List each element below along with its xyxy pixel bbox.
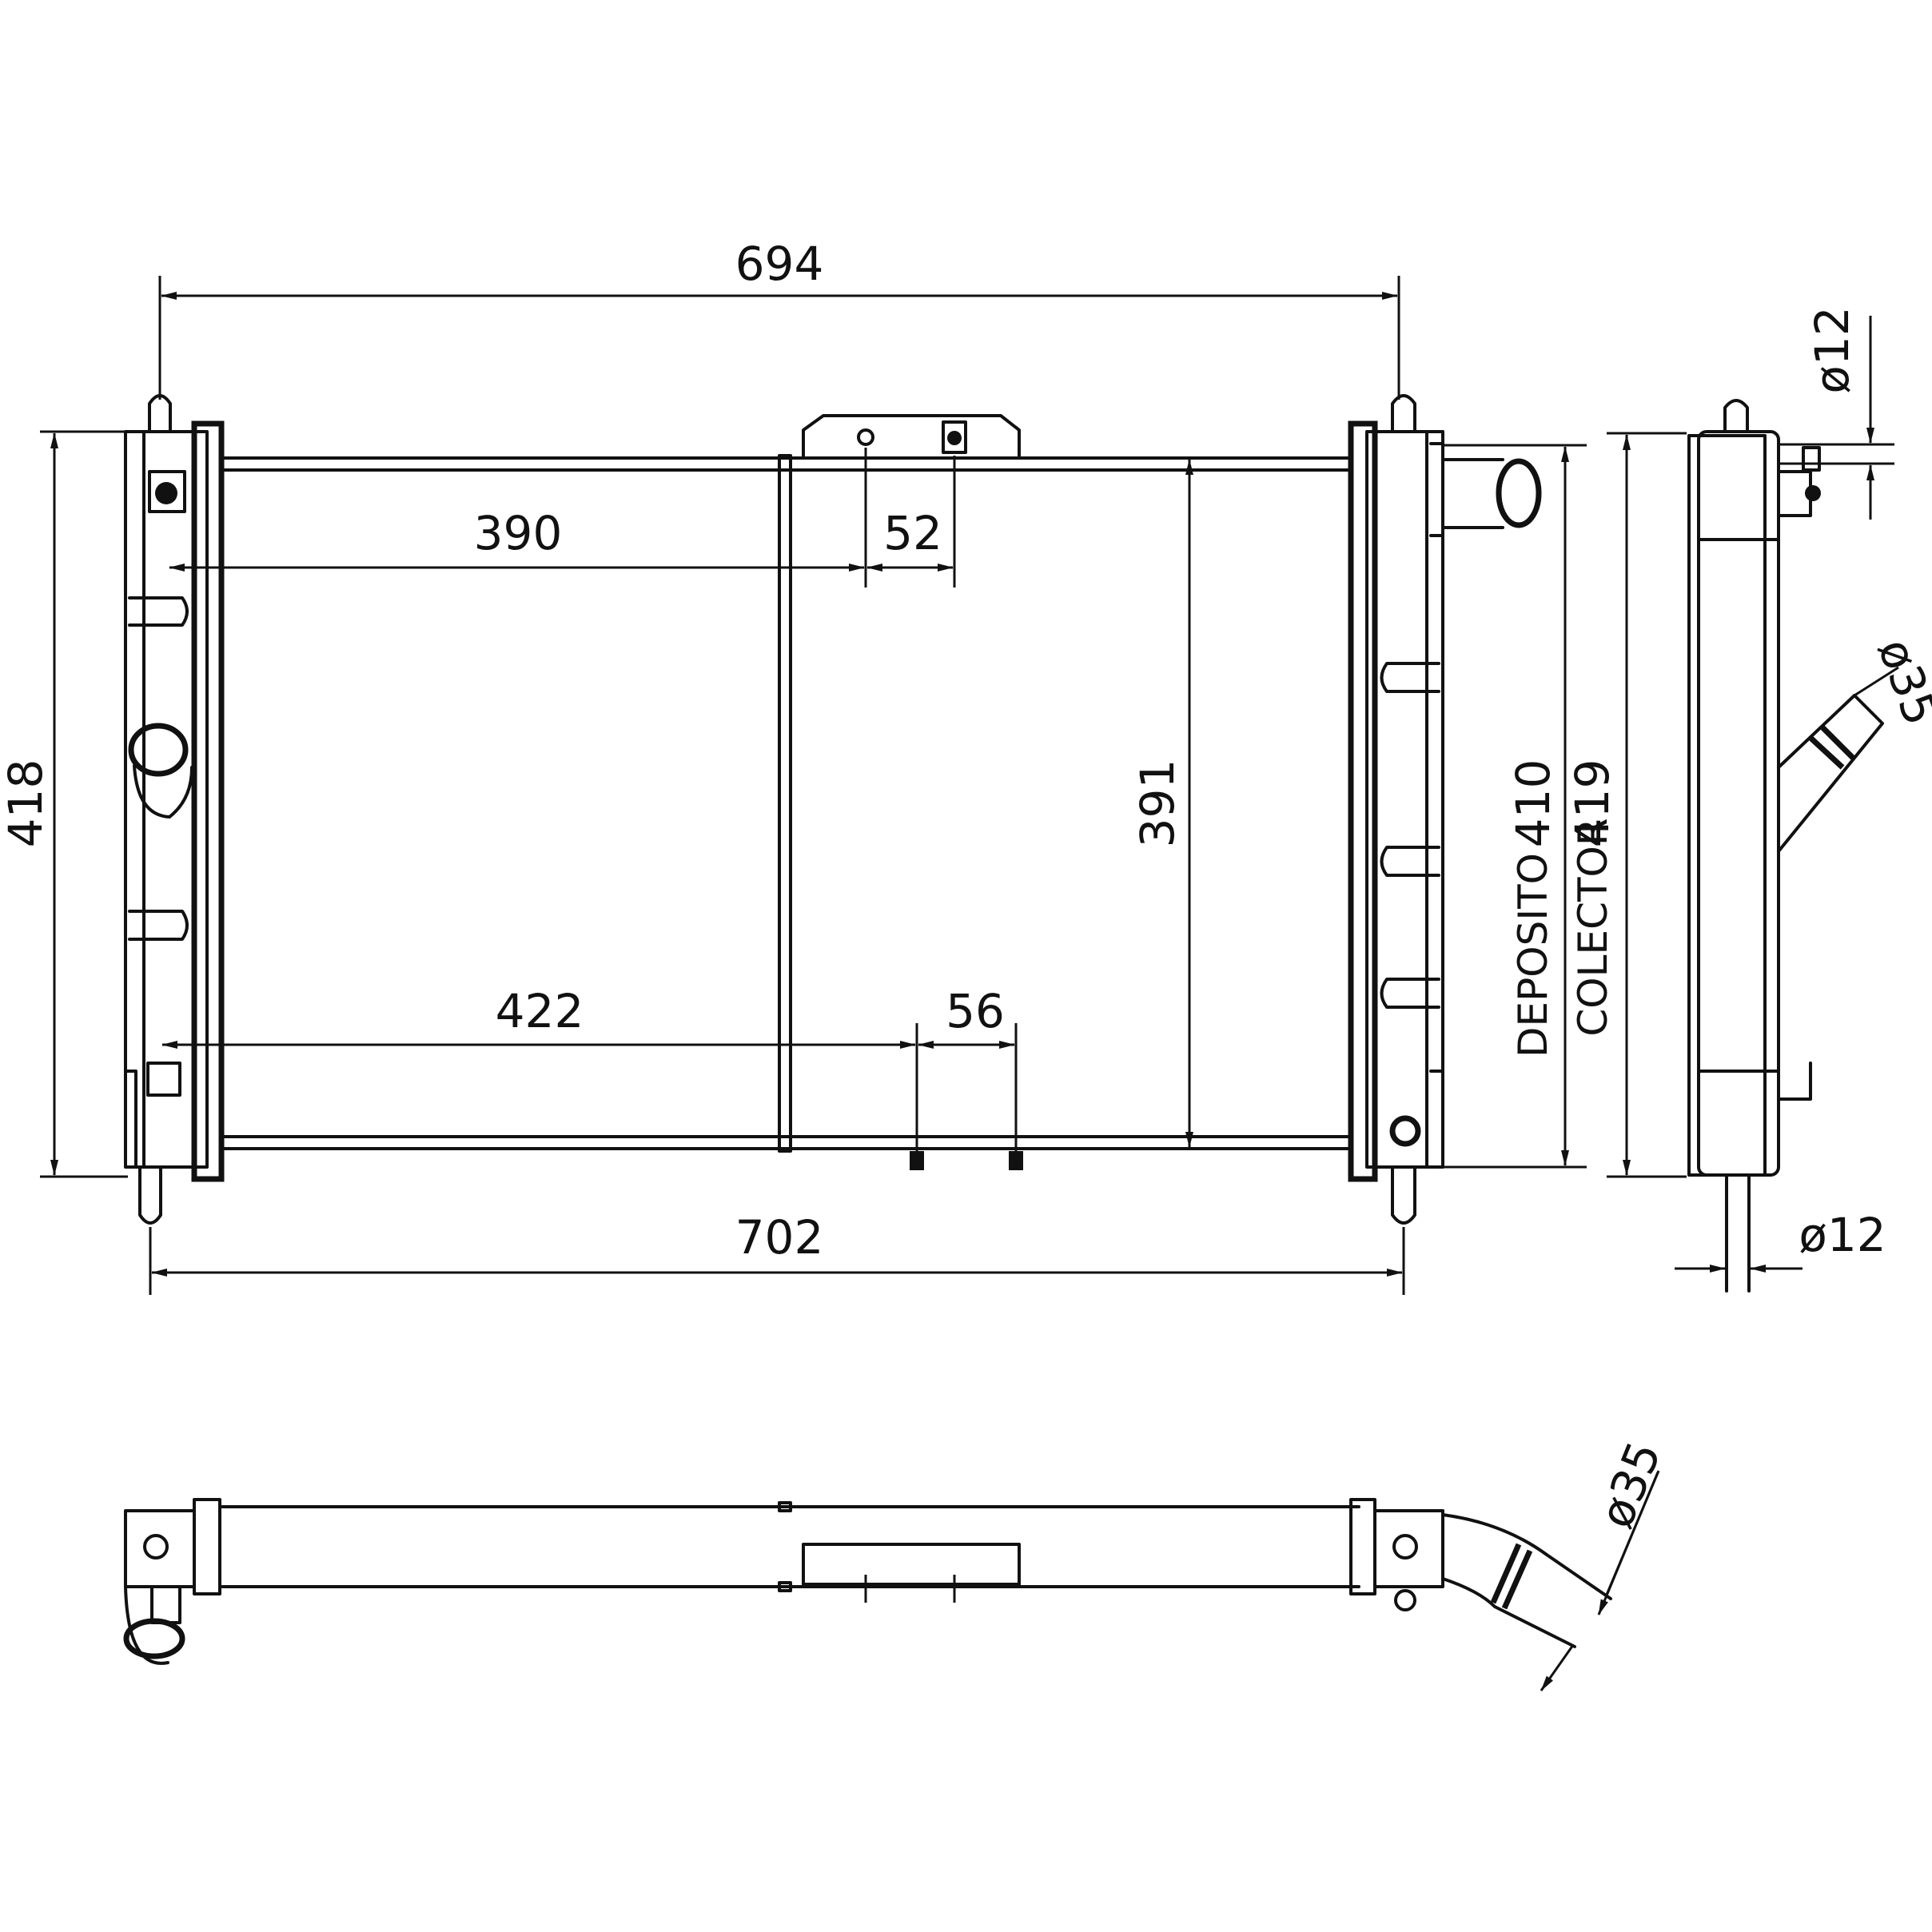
dim-overall-height: 418 — [0, 759, 53, 848]
dim-deposito-value: 410 — [1506, 759, 1560, 848]
dim-colector-value: 419 — [1565, 759, 1619, 848]
dim-top-hose-offset: 390 — [474, 506, 563, 560]
bottom-stud — [910, 1151, 924, 1170]
right-tank — [1348, 394, 1542, 1225]
left-tank — [124, 394, 225, 1225]
inlet-pipe-icon — [128, 723, 189, 777]
outlet-pipe-icon — [1496, 458, 1542, 528]
dim-top-bracket-spacing: 52 — [883, 506, 942, 560]
dim-core-height: 391 — [1130, 759, 1185, 848]
top-bracket — [802, 414, 1021, 457]
bottom-view: ø35 — [123, 1434, 1671, 1691]
dim-overall-width-top: 694 — [735, 237, 824, 291]
front-view: 694 702 418 391 390 52 422 56 DEPOSITO — [0, 237, 1687, 1295]
bracket-hole-icon — [857, 428, 874, 446]
dim-overall-width-bottom: 702 — [735, 1210, 824, 1265]
dim-pin-diameter-bottom: ø12 — [1799, 1208, 1886, 1262]
dim-pin-diameter-top: ø12 — [1805, 306, 1859, 393]
bracket-block — [802, 1543, 1021, 1586]
mount-hole-icon — [1392, 1534, 1418, 1560]
dim-outlet-diameter-bottom: ø35 — [1588, 1434, 1671, 1536]
bottom-stud — [1009, 1151, 1023, 1170]
mount-hole-icon — [143, 1534, 169, 1560]
dim-bottom-hose-offset: 422 — [496, 984, 584, 1038]
dim-colector-label: COLECTOR — [1570, 818, 1616, 1036]
drain-plug-icon — [1389, 1115, 1421, 1147]
dim-deposito-label: DEPOSITO — [1510, 853, 1556, 1058]
side-view: ø12 ø12 ø35 — [1675, 306, 1932, 1293]
dim-bottom-bracket-spacing: 56 — [946, 984, 1005, 1038]
